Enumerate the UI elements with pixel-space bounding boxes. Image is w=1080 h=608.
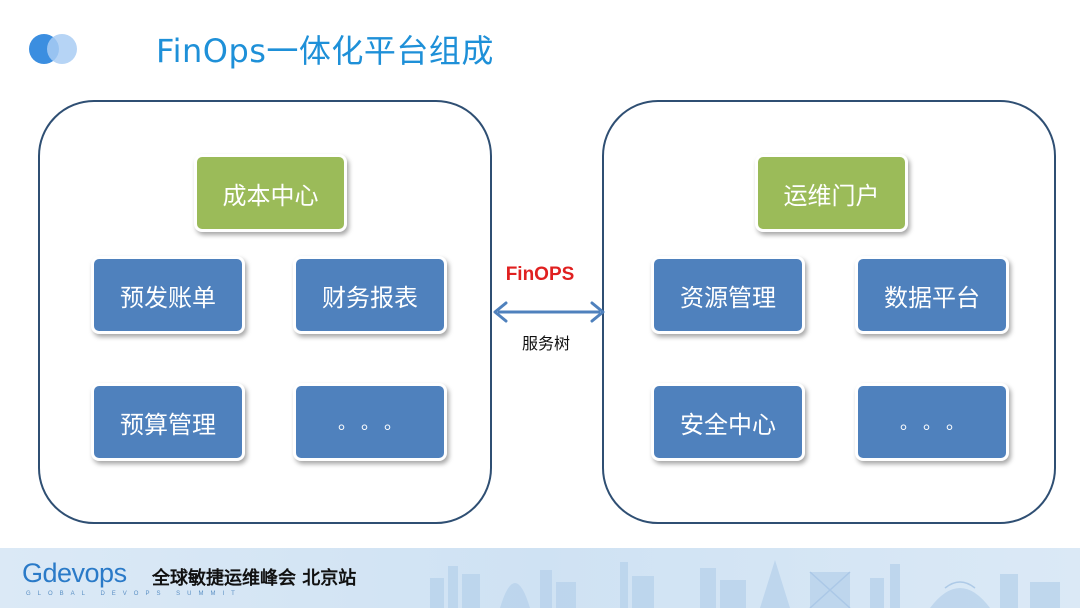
resource-management-box: 资源管理 [651,256,805,334]
security-center-box: 安全中心 [651,383,805,461]
brand-tagline: GLOBAL DEVOPS SUMMIT [26,591,242,597]
connector-bottom-label: 服务树 [521,334,570,353]
prebill-box: 预发账单 [91,256,245,334]
brand-subtitle: 全球敏捷运维峰会 北京站 [152,568,357,589]
city-skyline-icon [430,560,1060,608]
footer-banner: Gdevops 全球敏捷运维峰会 北京站 GLOBAL DEVOPS SUMMI… [0,548,1080,608]
more-items-box: 。。。 [855,383,1009,461]
financial-report-box: 财务报表 [293,256,447,334]
cost-center-panel: 成本中心 预发账单 财务报表 预算管理 。。。 [38,100,492,524]
more-items-box: 。。。 [293,383,447,461]
ops-portal-panel: 运维门户 资源管理 数据平台 安全中心 。。。 [602,100,1056,524]
logo-icon [29,34,77,64]
budget-management-box: 预算管理 [91,383,245,461]
data-platform-box: 数据平台 [855,256,1009,334]
brand-logo-text: Gdevops [22,558,127,588]
double-arrow-icon [493,301,605,323]
cost-center-box: 成本中心 [194,154,347,232]
connector-top-label: FinOPS [505,264,575,285]
page-title: FinOps一体化平台组成 [156,32,494,70]
ops-portal-box: 运维门户 [755,154,908,232]
